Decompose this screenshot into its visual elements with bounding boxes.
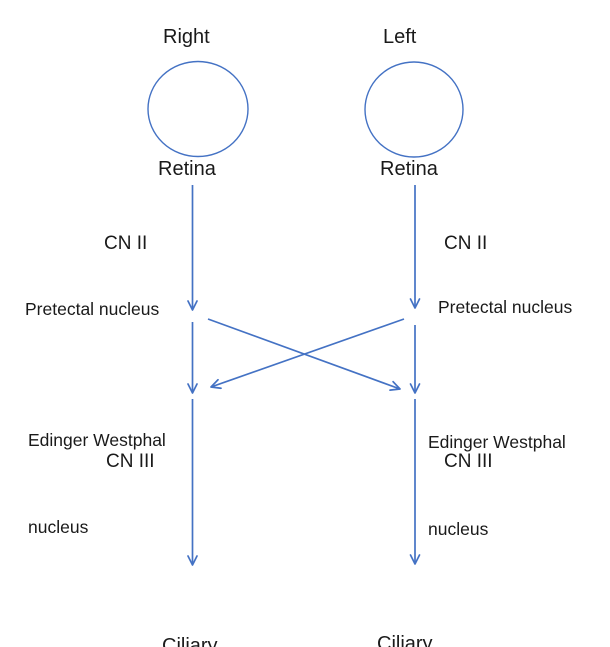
- left-cn3-label: CN III: [444, 451, 493, 472]
- right-eye-label: Right: [163, 26, 210, 48]
- decussation-arrow-left-to-right: [210, 318, 405, 390]
- right-retina-label: Retina: [158, 158, 216, 180]
- left-eye-label: Left: [383, 26, 417, 48]
- left-edinger-westphal-label: Edinger Westphal nucleus: [428, 370, 566, 602]
- right-ciliary-sphincter-label: Ciliary sphincter: [162, 576, 243, 647]
- left-edinger-westphal-line2: nucleus: [428, 519, 489, 539]
- left-eye-circle: [364, 61, 464, 158]
- left-pretectal-label: Pretectal nucleus: [438, 297, 573, 317]
- right-pretectal-label: Pretectal nucleus: [25, 299, 160, 319]
- right-edinger-westphal-line2: nucleus: [28, 517, 89, 537]
- left-ciliary-line1: Ciliary: [377, 633, 433, 647]
- right-edinger-westphal-label: Edinger Westphal nucleus: [28, 368, 166, 600]
- left-edinger-westphal-line1: Edinger Westphal: [428, 432, 566, 452]
- right-cn3-label: CN III: [106, 451, 155, 472]
- left-ciliary-sphincter-label: Ciliary sphincter: [377, 574, 458, 647]
- left-retina-label: Retina: [380, 158, 438, 180]
- left-cn2-label: CN II: [444, 233, 488, 254]
- right-eye-circle: [147, 60, 249, 158]
- right-cn2-label: CN II: [104, 233, 148, 254]
- right-edinger-westphal-line1: Edinger Westphal: [28, 430, 166, 450]
- right-ciliary-line1: Ciliary: [162, 635, 218, 647]
